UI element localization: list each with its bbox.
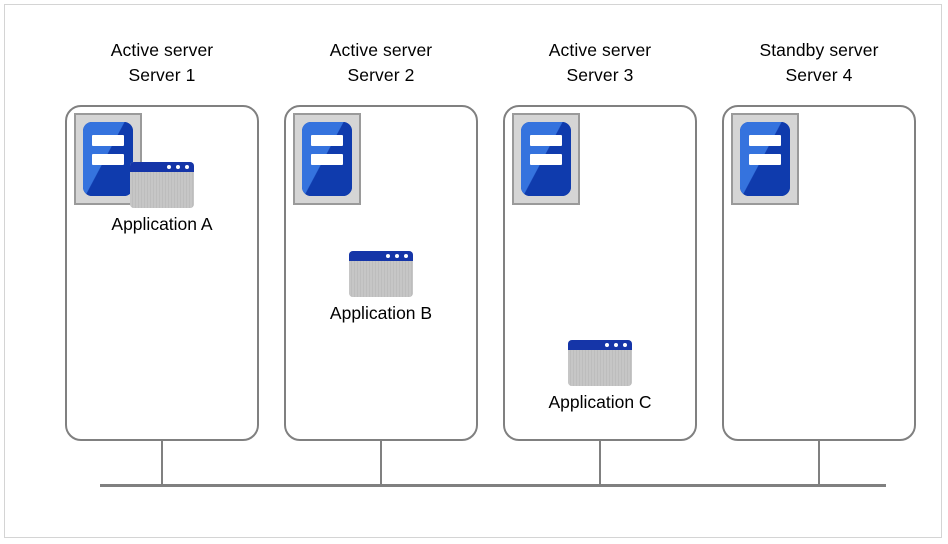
server-icon-chassis [521, 122, 571, 196]
server-icon-bar-bottom [749, 154, 781, 165]
server-icon-bar-top [311, 135, 343, 146]
server-name-4: Server 4 [785, 65, 853, 85]
server-role-1: Active server [110, 40, 214, 60]
application-icon-body [349, 261, 413, 297]
server-icon-chassis [83, 122, 133, 196]
application-window-icon [568, 340, 632, 386]
application-icon-dot-1 [167, 165, 171, 169]
server-role-4: Standby server [759, 40, 879, 60]
server-icon-chassis [740, 122, 790, 196]
server-column-4: Standby server Server 4 [703, 0, 935, 544]
application-group-b[interactable]: Application B [265, 251, 497, 324]
server-name-3: Server 3 [566, 65, 634, 85]
server-role-3: Active server [548, 40, 652, 60]
server-connector-1 [161, 441, 163, 486]
application-icon-dot-2 [395, 254, 399, 258]
server-icon [74, 113, 142, 205]
server-name-2: Server 2 [347, 65, 415, 85]
server-column-3: Active server Server 3 Application C [484, 0, 716, 544]
server-column-1: Active server Server 1 Application A [46, 0, 278, 544]
application-icon-body [130, 172, 194, 208]
server-connector-4 [818, 441, 820, 486]
server-title-4: Standby server Server 4 [703, 38, 935, 88]
application-window-icon [349, 251, 413, 297]
application-icon-dot-3 [185, 165, 189, 169]
server-icon-bar-top [530, 135, 562, 146]
server-icon-chassis [302, 122, 352, 196]
server-icon-bar-bottom [311, 154, 343, 165]
server-icon-bar-top [749, 135, 781, 146]
server-box-2[interactable] [284, 105, 478, 441]
application-icon-dot-3 [404, 254, 408, 258]
application-icon-titlebar [568, 340, 632, 350]
application-group-a[interactable]: Application A [46, 162, 278, 235]
application-label-b: Application B [329, 303, 433, 323]
server-box-1[interactable] [65, 105, 259, 441]
server-column-2: Active server Server 2 Application B [265, 0, 497, 544]
application-icon-dot-2 [614, 343, 618, 347]
server-title-3: Active server Server 3 [484, 38, 716, 88]
application-icon-dot-1 [605, 343, 609, 347]
network-bus-line [100, 484, 886, 487]
server-box-4[interactable] [722, 105, 916, 441]
application-icon-titlebar [349, 251, 413, 261]
application-label-a: Application A [111, 214, 213, 234]
application-icon-dot-1 [386, 254, 390, 258]
server-title-1: Active server Server 1 [46, 38, 278, 88]
application-icon-body [568, 350, 632, 386]
application-icon-dot-3 [623, 343, 627, 347]
server-role-2: Active server [329, 40, 433, 60]
server-icon [731, 113, 799, 205]
server-connector-2 [380, 441, 382, 486]
server-icon-bar-bottom [530, 154, 562, 165]
server-connector-3 [599, 441, 601, 486]
application-group-c[interactable]: Application C [484, 340, 716, 413]
server-icon [512, 113, 580, 205]
application-icon-dot-2 [176, 165, 180, 169]
server-name-1: Server 1 [128, 65, 196, 85]
server-icon [293, 113, 361, 205]
server-title-2: Active server Server 2 [265, 38, 497, 88]
server-icon-bar-bottom [92, 154, 124, 165]
application-icon-titlebar [130, 162, 194, 172]
application-window-icon [130, 162, 194, 208]
server-icon-bar-top [92, 135, 124, 146]
application-label-c: Application C [548, 392, 652, 412]
